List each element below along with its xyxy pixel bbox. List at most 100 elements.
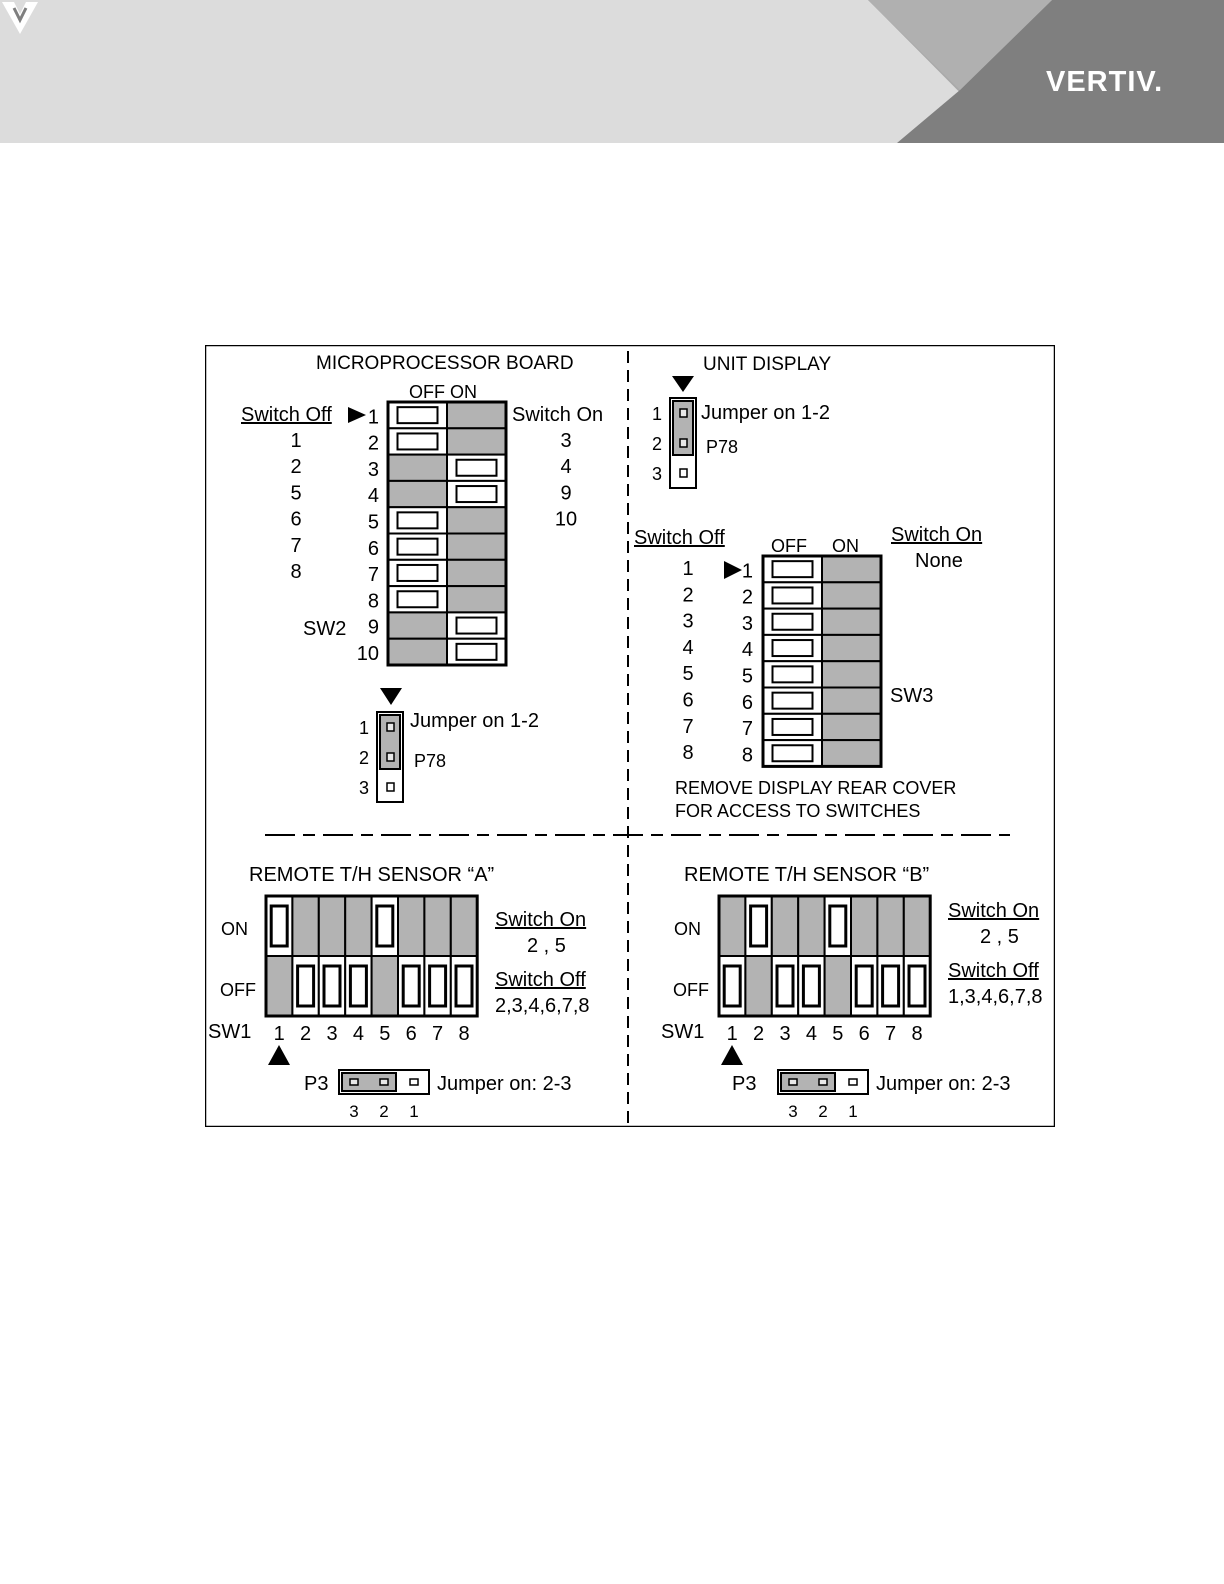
- sw3-on-header: ON: [832, 536, 859, 556]
- sw3-name: SW3: [890, 685, 933, 707]
- sensor-a-switch-off-label: Switch Off: [495, 969, 586, 991]
- sw2-cell-on: [446, 506, 507, 535]
- sw2-cell-off: [387, 637, 448, 667]
- sw2-position-6: 6: [368, 538, 379, 560]
- sw2-off-item-7: 7: [290, 535, 301, 557]
- sw3-outline: [761, 554, 883, 768]
- sensor-b-sw1-outline: [717, 894, 932, 1018]
- sw3-cell-on: [821, 607, 882, 636]
- sensor-b-title: REMOTE T/H SENSOR “B”: [684, 864, 929, 886]
- sw2-toggle: [396, 537, 439, 556]
- sensor-a-sw1-position-6: 6: [406, 1023, 417, 1045]
- sensor-a-p3-pin-label-2: 2: [379, 1102, 388, 1121]
- sensor-b-sw1-cell-off: [744, 955, 773, 1017]
- sensor-b-sw1-position-5: 5: [832, 1023, 843, 1045]
- sensor-b-sw1-cell-on: [770, 895, 800, 957]
- sensor-a-sw1-cell-on: [397, 895, 426, 957]
- sensor-b-sw1-toggle: [775, 964, 795, 1008]
- ud-p78-pin: [679, 408, 688, 418]
- sensor-a-sw-name: SW1: [208, 1021, 251, 1043]
- sensor-b-on-label: ON: [674, 919, 701, 939]
- sw2-position-3: 3: [368, 459, 379, 481]
- sw2-position-2: 2: [368, 433, 379, 455]
- sw3-switch-on-value: None: [915, 550, 963, 572]
- sensor-b-dip-switch: [717, 894, 932, 1018]
- sensor-b-sw1-toggle: [722, 964, 742, 1008]
- sensor-a-sw1-cell-on: [423, 895, 452, 957]
- sensor-b-sw1-position-3: 3: [779, 1023, 790, 1045]
- ud-p78-pin-label-1: 1: [652, 404, 662, 424]
- sensor-b-p3-pin: [848, 1078, 858, 1086]
- sw2-toggle: [455, 485, 498, 504]
- ud-note-line1: REMOVE DISPLAY REAR COVER: [675, 778, 956, 798]
- ud-jumper-name: P78: [706, 437, 738, 457]
- sensor-b-sw1-cell-off: [823, 955, 852, 1017]
- sw2-cell-on: [446, 585, 507, 614]
- sw2-off-item-5: 5: [290, 482, 301, 504]
- sensor-b-switch-off-label: Switch Off: [948, 960, 1039, 982]
- sw2-position-7: 7: [368, 564, 379, 586]
- sw2-on-item-4: 4: [560, 456, 571, 478]
- unit-display-title: UNIT DISPLAY: [703, 354, 831, 375]
- sw3-toggle: [771, 612, 814, 631]
- ud-p78-pin: [679, 468, 688, 478]
- sw3-cell-on: [821, 633, 882, 663]
- ud-jumper-label: Jumper on 1-2: [701, 402, 830, 424]
- sw3-position-6: 6: [742, 692, 753, 714]
- sensor-b-sw1-toggle: [801, 964, 821, 1008]
- sw2-switch-on-label: Switch On: [512, 404, 603, 426]
- sw2-off-item-2: 2: [290, 456, 301, 478]
- sw2-off-item-6: 6: [290, 509, 301, 531]
- sensor-a-p3-pin: [409, 1078, 419, 1086]
- sw3-position-2: 2: [742, 587, 753, 609]
- sensor-a-sw1-toggle: [401, 964, 421, 1008]
- sensor-a-sw1-position-4: 4: [353, 1023, 364, 1045]
- sensor-a-sw1-toggle: [322, 964, 342, 1008]
- mp-jumper-label: Jumper on 1-2: [410, 710, 539, 732]
- sw2-position-4: 4: [368, 485, 379, 507]
- sensor-b-sw1-toggle: [828, 904, 848, 948]
- mp-p78-pin: [386, 782, 395, 792]
- sw2-cell-on: [446, 401, 507, 430]
- mp-jumper-arrow-icon: [380, 688, 402, 705]
- sw3-cell-on: [821, 739, 882, 768]
- sensor-a-p3-pin: [349, 1078, 359, 1086]
- sensor-a-sw1-outline: [264, 894, 479, 1018]
- sw3-off-item-2: 2: [682, 584, 693, 606]
- sensor-a-sw1-position-1: 1: [274, 1023, 285, 1045]
- ud-p78-pin: [679, 438, 688, 448]
- sw2-outline: [386, 400, 508, 667]
- sensor-b-pin1-arrow-icon: [721, 1045, 743, 1065]
- sw3-toggle: [771, 639, 814, 658]
- sensor-a-sw1-toggle: [269, 904, 289, 948]
- sensor-a-p3-pin-label-1: 1: [409, 1102, 418, 1121]
- sw3-off-header: OFF: [771, 536, 807, 556]
- sw2-toggle: [396, 511, 439, 530]
- sw2-toggle: [396, 432, 439, 451]
- sw2-position-5: 5: [368, 512, 379, 534]
- mp-p78-shunt: [379, 714, 401, 770]
- sensor-b-p3-pin-label-3: 3: [788, 1102, 797, 1121]
- sw3-position-8: 8: [742, 744, 753, 766]
- sensor-b-switch-on-label: Switch On: [948, 900, 1039, 922]
- sw2-pin1-arrow-icon: [348, 407, 366, 423]
- sensor-b-sw1-cell-on: [850, 895, 879, 957]
- sensor-a-pin1-arrow-icon: [268, 1045, 290, 1065]
- mp-p78-jumper: 123: [359, 711, 404, 803]
- ud-p78-jumper: 123: [652, 397, 697, 489]
- sw2-cell-on: [446, 558, 507, 588]
- sw3-pin1-arrow-icon: [724, 561, 742, 579]
- sensor-a-sw1-position-2: 2: [300, 1023, 311, 1045]
- ud-p78-pin-label-3: 3: [652, 464, 662, 484]
- sw3-off-item-4: 4: [682, 637, 693, 659]
- sensor-b-p3-shunt: [780, 1072, 836, 1092]
- sensor-a-sw1-toggle: [348, 964, 368, 1008]
- sw3-off-item-1: 1: [682, 558, 693, 580]
- sw3-switch-off-label: Switch Off: [634, 527, 725, 549]
